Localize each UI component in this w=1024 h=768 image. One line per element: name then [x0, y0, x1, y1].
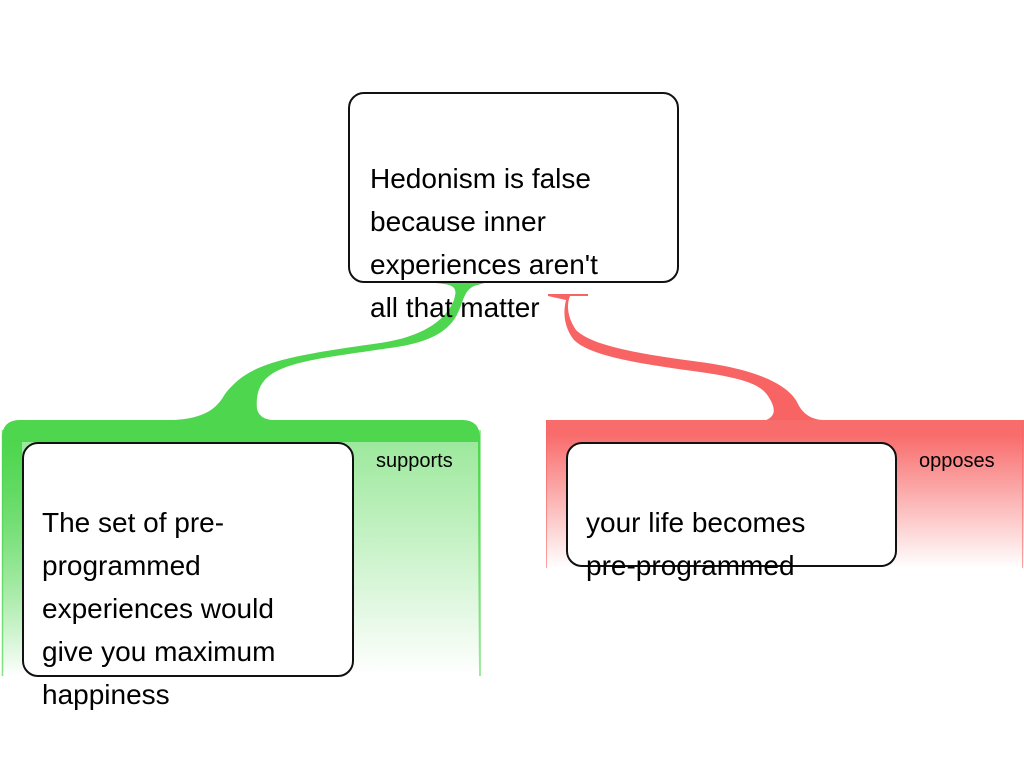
oppose-connector	[548, 294, 824, 420]
supports-label: supports	[376, 450, 453, 472]
support-reason-text: The set of pre- programmed experiences w…	[42, 507, 276, 710]
main-claim-box[interactable]: Hedonism is false because inner experien…	[348, 92, 679, 323]
oppose-reason-box[interactable]: your life becomes pre-programmed	[566, 442, 897, 581]
main-claim-text: Hedonism is false because inner experien…	[370, 163, 598, 323]
support-reason-box[interactable]: The set of pre- programmed experiences w…	[22, 442, 354, 710]
support-connector	[175, 282, 488, 420]
opposes-label: opposes	[919, 450, 995, 472]
oppose-reason-text: your life becomes pre-programmed	[586, 507, 806, 581]
